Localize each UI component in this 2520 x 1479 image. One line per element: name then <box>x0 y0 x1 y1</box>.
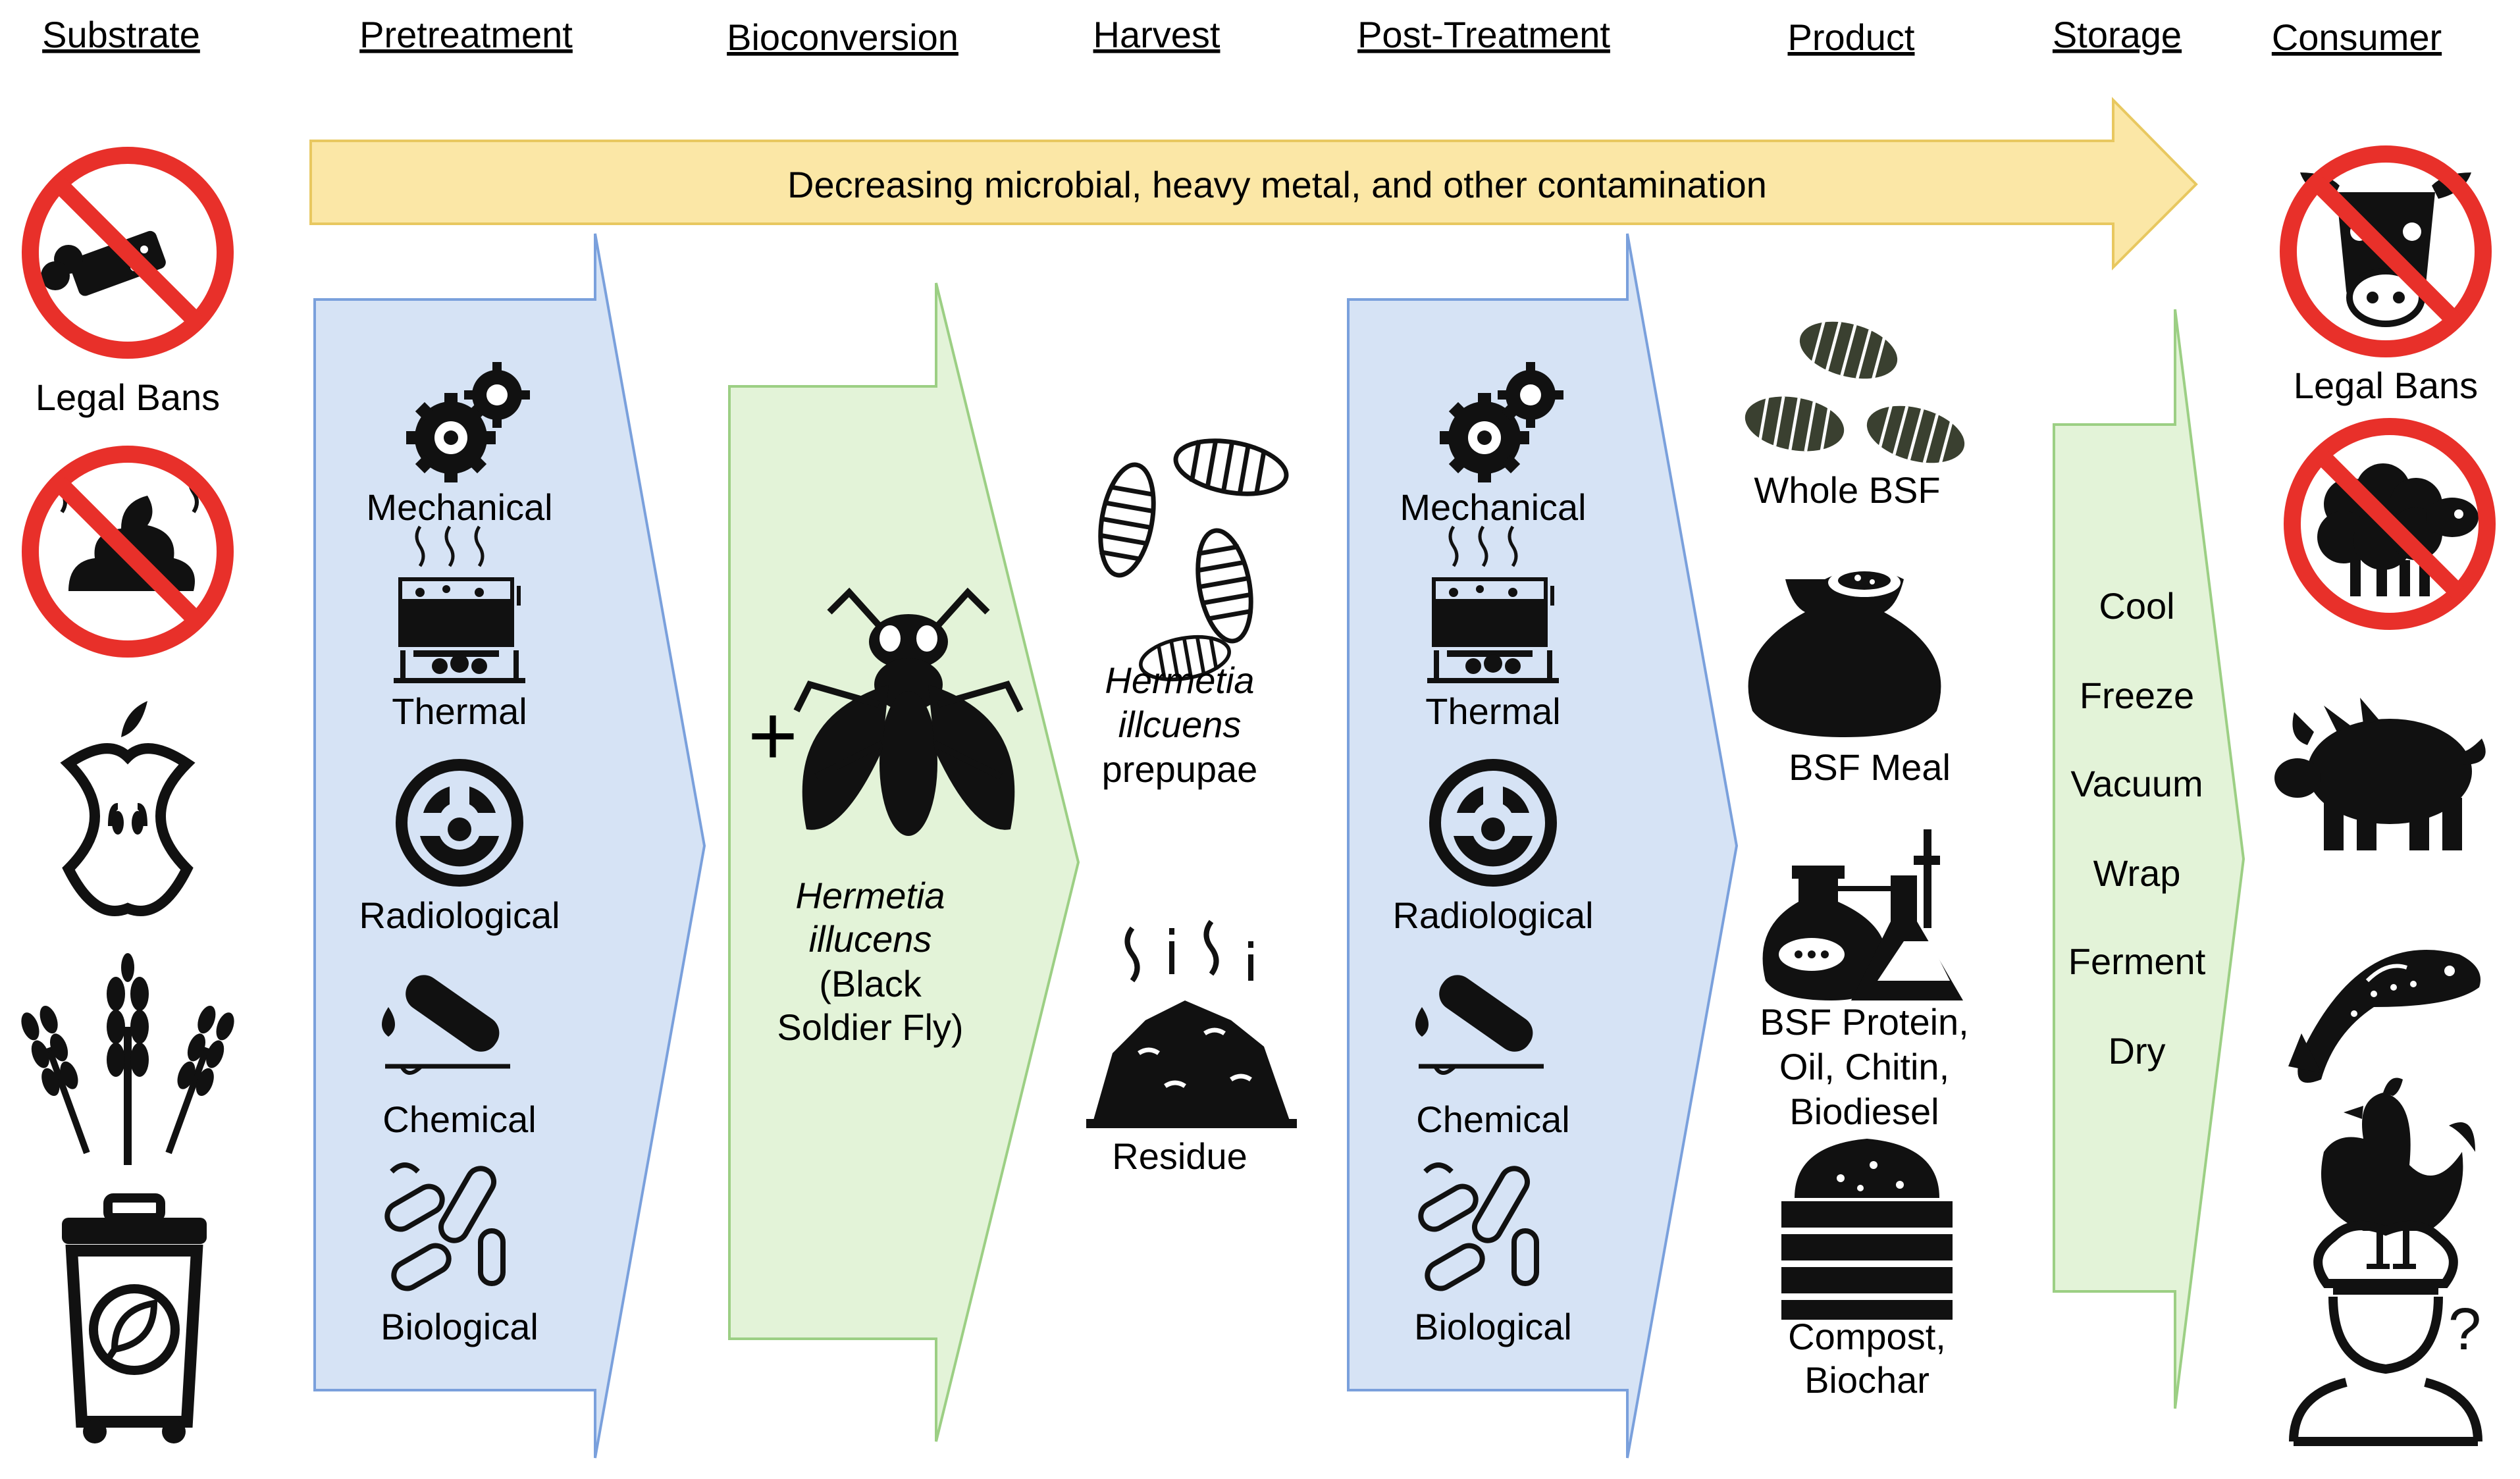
bioconversion-arrow <box>728 282 1080 1442</box>
storage-method-3: Wrap <box>2093 852 2181 894</box>
product-protein-line1: BSF Protein, <box>1760 1001 1968 1043</box>
pretreatment-method-4: Biological <box>381 1306 538 1347</box>
harvest-prepupae-line1: Hermetia <box>1105 660 1254 701</box>
pretreatment-method-0: Mechanical <box>366 486 552 528</box>
header-harvest: Harvest <box>1093 14 1221 55</box>
pretreatment-method-1: Thermal <box>392 690 527 732</box>
harvest-prepupae-line2: illcuens <box>1118 704 1242 745</box>
post-treatment-method-0: Mechanical <box>1400 486 1586 528</box>
bioconversion-species-line1: Hermetia <box>795 875 945 916</box>
substrate-legal-bans-label: Legal Bans <box>36 376 220 418</box>
header-bioconversion: Bioconversion <box>727 16 958 58</box>
storage-method-4: Ferment <box>2068 941 2206 982</box>
apple-core-icon <box>60 701 196 916</box>
bsf-meal-sack-icon <box>1748 568 1941 737</box>
pig-icon <box>2274 698 2486 850</box>
fish-icon <box>2288 950 2481 1083</box>
banned-sheep-icon <box>2292 427 2487 621</box>
post-treatment-method-4: Biological <box>1414 1306 1572 1347</box>
compost-bin-icon <box>1781 1139 1953 1320</box>
header-consumer: Consumer <box>2272 16 2442 58</box>
storage-method-0: Cool <box>2099 585 2174 627</box>
lab-flasks-icon <box>1762 829 1963 1000</box>
prepupae-icon <box>1093 433 1290 686</box>
residue-icon <box>1086 920 1297 1128</box>
post-treatment-method-1: Thermal <box>1425 690 1560 732</box>
wheat-icon <box>21 953 234 1165</box>
product-meal-label: BSF Meal <box>1789 746 1951 788</box>
whole-bsf-icon <box>1741 312 1971 473</box>
header-post-treatment: Post-Treatment <box>1357 14 1610 55</box>
post-treatment-method-2: Radiological <box>1392 895 1593 936</box>
bioconversion-plus: + <box>748 687 798 783</box>
black-soldier-fly-icon <box>793 587 1024 836</box>
post-treatment-method-3: Chemical <box>1416 1099 1569 1140</box>
product-compost-line1: Compost, <box>1788 1316 1946 1357</box>
organic-waste-bin-icon <box>62 1193 207 1443</box>
header-storage: Storage <box>2053 14 2182 55</box>
product-compost-line2: Biochar <box>1804 1359 1929 1401</box>
svg-text:?: ? <box>2448 1297 2481 1362</box>
contamination-banner-arrow <box>309 97 2198 271</box>
pretreatment-method-2: Radiological <box>359 895 560 936</box>
bioconversion-species-line2: illucens <box>809 918 932 960</box>
product-protein-line3: Biodiesel <box>1789 1091 1939 1132</box>
pretreatment-method-3: Chemical <box>382 1099 536 1140</box>
storage-arrow <box>2053 309 2245 1409</box>
banner-text: Decreasing microbial, heavy metal, and o… <box>787 164 1767 205</box>
consumer-legal-bans-label: Legal Bans <box>2294 365 2478 406</box>
chicken-icon <box>2321 1077 2475 1269</box>
harvest-prepupae-line3: prepupae <box>1102 748 1258 790</box>
header-product: Product <box>1788 16 1915 58</box>
product-whole-label: Whole BSF <box>1754 469 1940 511</box>
chef-consumer-icon: ? <box>2289 1221 2482 1446</box>
banned-cow-icon <box>2288 154 2483 349</box>
bioconversion-species-line4: Soldier Fly) <box>777 1006 963 1048</box>
product-protein-line2: Oil, Chitin, <box>1779 1046 1949 1087</box>
harvest-residue-label: Residue <box>1112 1135 1247 1177</box>
header-substrate: Substrate <box>42 14 200 55</box>
storage-method-1: Freeze <box>2080 675 2194 716</box>
storage-method-5: Dry <box>2108 1030 2165 1072</box>
banned-manure-icon <box>30 454 225 649</box>
storage-method-2: Vacuum <box>2070 763 2203 804</box>
header-pretreatment: Pretreatment <box>359 14 573 55</box>
banned-meat-icon <box>30 155 225 350</box>
bioconversion-species-line3: (Black <box>819 963 922 1004</box>
